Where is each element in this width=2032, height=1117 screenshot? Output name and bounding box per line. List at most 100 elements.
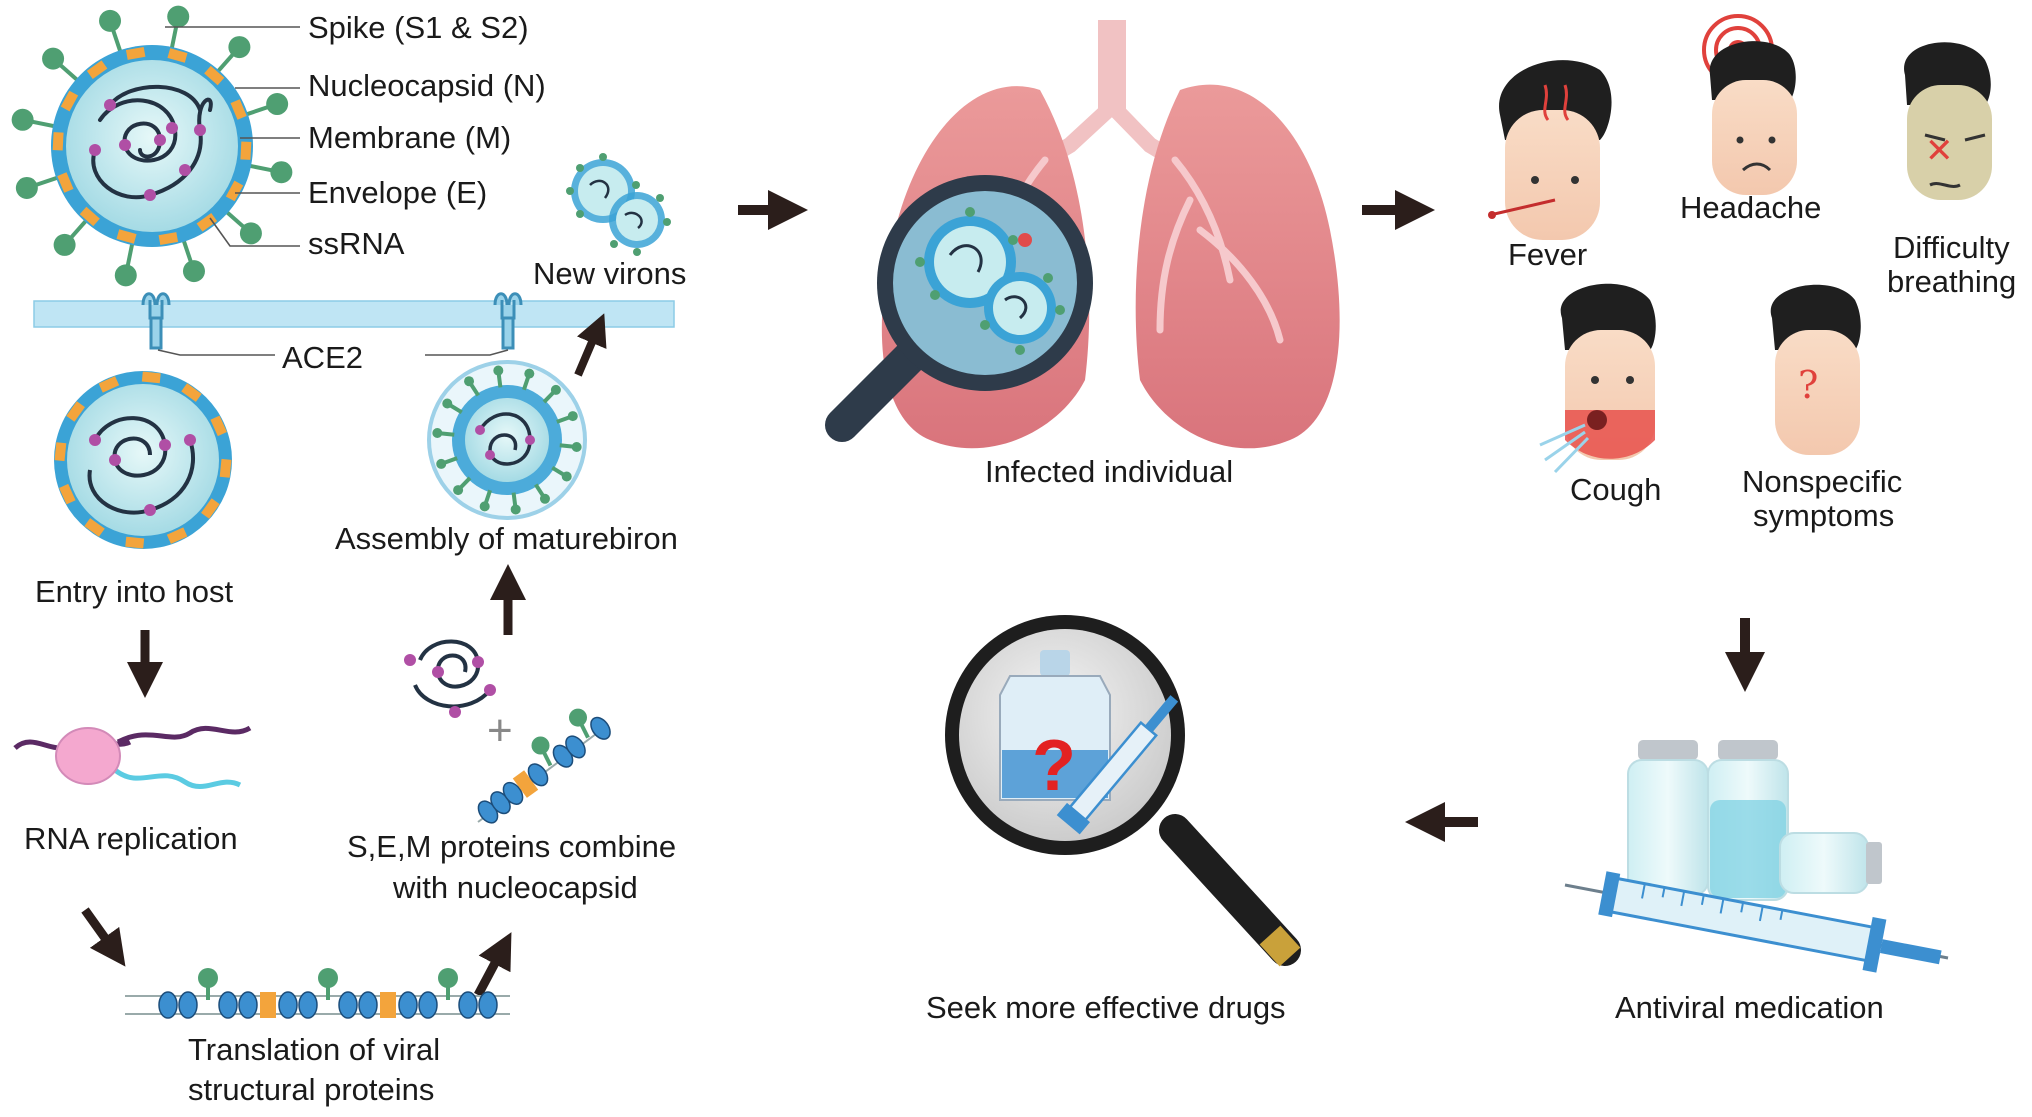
spike-protein-icons	[11, 5, 293, 287]
label-translation-line1: Translation of viral	[188, 1032, 440, 1067]
membrane-protein	[358, 991, 378, 1019]
svg-text:+: +	[487, 706, 513, 755]
spike-head	[266, 93, 289, 116]
envelope-protein	[201, 498, 220, 519]
translation-chain-icon	[125, 968, 510, 1019]
envelope-protein	[79, 206, 100, 227]
spike-head	[239, 222, 262, 245]
ace2-receptor-icon	[141, 292, 171, 350]
envelope-protein	[84, 518, 105, 537]
spike-head	[561, 471, 572, 482]
spike-head	[270, 161, 293, 184]
membrane-protein	[238, 991, 258, 1019]
nonspecific-face-icon: ?	[1770, 284, 1861, 455]
envelope-protein	[60, 90, 79, 112]
label-sem-line2: with nucleocapsid	[392, 870, 638, 905]
spike-head	[510, 504, 521, 515]
spike-head	[114, 264, 137, 287]
envelope-protein	[86, 60, 108, 79]
ace2-receptor-icon-2	[493, 292, 523, 350]
envelope-protein	[204, 65, 225, 86]
arrow-release	[574, 313, 607, 377]
envelope-protein	[66, 401, 85, 422]
rna-replication-icon	[13, 725, 252, 789]
svg-text:✕: ✕	[1925, 132, 1954, 170]
spike-head	[442, 398, 453, 409]
spike-head	[42, 47, 65, 70]
spike-head	[436, 458, 447, 469]
envelope-protein	[512, 770, 539, 798]
entering-virus-icon	[54, 371, 232, 549]
label-headache: Headache	[1680, 190, 1821, 225]
envelope-protein	[380, 992, 396, 1018]
nucleocapsid-dots	[89, 99, 206, 201]
arrow-translation-to-sem	[474, 932, 512, 998]
membrane-protein	[398, 991, 418, 1019]
antiviral-vials-syringe-icon	[1564, 740, 1949, 973]
label-envelope: Envelope (E)	[308, 175, 487, 210]
envelope-protein	[167, 48, 188, 63]
label-rna-replication: RNA replication	[24, 821, 238, 856]
envelope-protein	[125, 536, 145, 549]
label-fever: Fever	[1508, 237, 1587, 272]
spike-head	[479, 501, 490, 512]
envelope-protein	[240, 141, 252, 160]
svg-text:?: ?	[1798, 363, 1818, 407]
spike-head	[228, 36, 251, 59]
envelope-protein	[158, 232, 179, 246]
label-cough: Cough	[1570, 472, 1661, 507]
envelope-protein	[57, 172, 74, 193]
spike-head	[531, 736, 550, 755]
spike-head	[99, 9, 122, 32]
spike-head	[182, 260, 205, 283]
membrane-protein	[178, 991, 198, 1019]
nucleocapsid-plus-proteins-icon: +	[404, 639, 611, 824]
headache-face-icon	[1702, 14, 1797, 195]
ace2-leader-lines	[157, 349, 509, 356]
membrane-protein	[565, 735, 586, 759]
envelope-protein	[260, 992, 276, 1018]
membrane-protein	[218, 991, 238, 1019]
envelope-protein	[219, 458, 232, 478]
label-nonspecific-line2: symptoms	[1753, 498, 1894, 533]
label-difficulty-line2: breathing	[1887, 264, 2016, 299]
label-entry: Entry into host	[35, 574, 234, 609]
label-sem-line1: S,E,M proteins combine	[347, 829, 676, 864]
svg-text:?: ?	[1032, 726, 1076, 806]
new-virions-icon	[566, 153, 671, 256]
envelope-protein	[52, 132, 64, 151]
difficulty-breathing-face-icon: ✕	[1904, 42, 1992, 200]
label-assembly: Assembly of maturebiron	[335, 521, 678, 556]
label-translation-line2: structural proteins	[188, 1072, 434, 1107]
envelope-protein	[196, 213, 218, 232]
label-difficulty-line1: Difficulty	[1893, 230, 2010, 265]
spike-head	[11, 108, 34, 131]
membrane-protein	[278, 991, 298, 1019]
membrane-protein	[418, 991, 438, 1019]
envelope-protein	[125, 46, 146, 60]
spike-head	[550, 384, 561, 395]
label-spike: Spike (S1 & S2)	[308, 10, 529, 45]
label-nucleocapsid: Nucleocapsid (N)	[308, 68, 546, 103]
envelope-protein	[210, 415, 227, 437]
envelope-protein	[116, 229, 137, 244]
spike-head	[53, 233, 76, 256]
membrane-protein	[590, 716, 611, 740]
membrane-protein	[338, 991, 358, 1019]
label-infected: Infected individual	[985, 454, 1233, 489]
spike-head	[438, 968, 458, 988]
magnifier-drug-icon: ?	[945, 615, 1301, 967]
envelope-protein	[230, 99, 247, 120]
spike-head	[432, 428, 443, 439]
membrane-protein	[298, 991, 318, 1019]
membrane-protein	[158, 991, 178, 1019]
spike-head	[453, 485, 464, 496]
spike-head	[15, 176, 38, 199]
envelope-protein	[59, 483, 76, 505]
spike-head	[493, 365, 504, 376]
cough-face-icon	[1539, 283, 1656, 474]
spike-head	[464, 376, 475, 387]
envelope-protein	[98, 376, 120, 393]
envelope-protein	[181, 383, 202, 402]
